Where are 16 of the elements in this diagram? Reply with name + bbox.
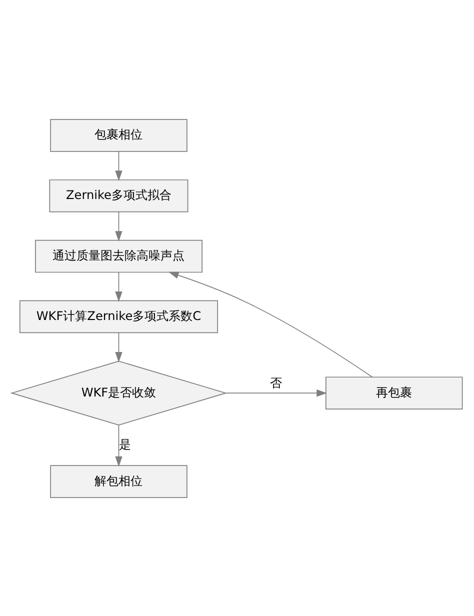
arrow [115, 332, 122, 362]
arrow [115, 271, 122, 302]
node-box: 再包裹 [325, 376, 463, 409]
node-box: 通过质量图去除高噪声点 [35, 239, 202, 272]
edge-label: 是 [119, 437, 132, 452]
node-box: 解包相位 [50, 464, 188, 498]
arrow [226, 388, 327, 396]
arrow [115, 424, 122, 466]
arrow [115, 150, 122, 181]
node-box: WKF计算Zernike多项式系数C [19, 300, 218, 333]
node-box: Zernike多项式拟合 [49, 178, 188, 212]
node-box: 包裹相位 [50, 118, 188, 152]
arrow [115, 210, 122, 241]
arrow [168, 271, 373, 378]
edge-label: 否 [270, 376, 282, 390]
node-diamond: WKF是否收敛 [10, 360, 228, 425]
